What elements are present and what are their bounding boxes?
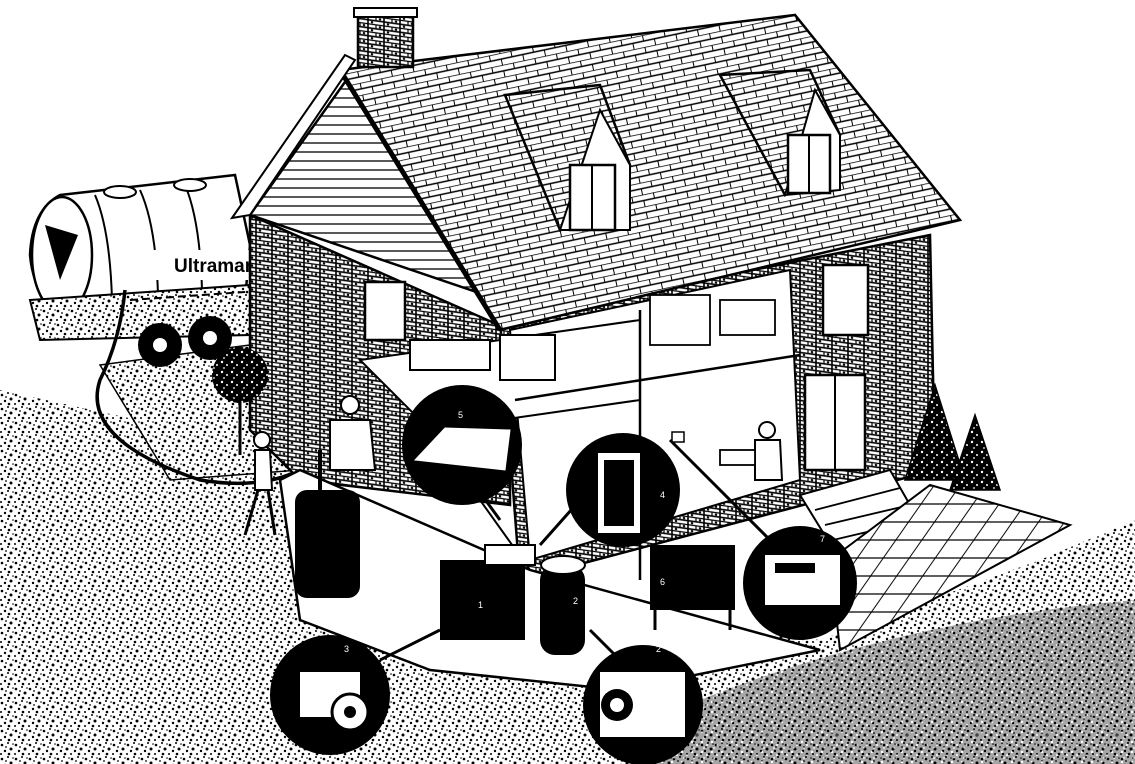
callout-number: 7	[820, 534, 825, 544]
callout-air-handler: 4	[566, 433, 680, 547]
thermostat-wall	[672, 432, 684, 442]
callout-oil-burner: 3	[270, 635, 390, 755]
window-bathroom	[365, 282, 405, 340]
callout-number: 1	[478, 600, 483, 610]
desk-upper	[720, 300, 775, 335]
callout-number: 3	[344, 644, 349, 654]
window-upper-right	[823, 265, 868, 335]
shelf-unit	[650, 295, 710, 345]
water-heater	[540, 565, 585, 655]
callout-air-filter: 5	[402, 385, 522, 505]
callout-thermostat: 7	[743, 526, 857, 640]
cabinet-upper	[500, 335, 555, 380]
oil-storage-tank	[295, 490, 360, 598]
callout-number: 4	[660, 490, 665, 500]
truck-brand-text: Ultramar	[174, 256, 253, 277]
callout-number: 2	[573, 596, 578, 606]
callout-number: 2	[656, 644, 661, 654]
callout-number: 5	[458, 410, 463, 420]
oil-delivery-truck: Ultramar	[30, 175, 253, 367]
chimney	[358, 12, 413, 67]
bathtub	[410, 340, 490, 370]
callout-number: 6	[660, 577, 665, 587]
